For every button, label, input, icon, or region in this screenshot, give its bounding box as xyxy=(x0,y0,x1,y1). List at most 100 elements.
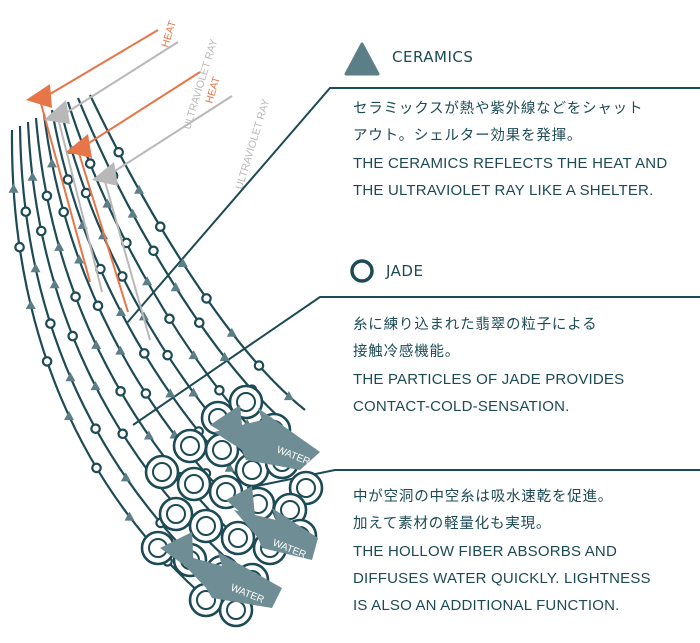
jade-particle xyxy=(140,388,152,399)
hollow-jp-line-2: 加えて素材の軽量化も実現。 xyxy=(353,516,552,532)
jade-particle xyxy=(117,428,128,440)
jade-particle xyxy=(58,206,69,218)
ceramic-particle xyxy=(226,327,237,337)
jade-particle xyxy=(214,384,225,396)
jade-particle xyxy=(41,356,53,367)
jade-particle xyxy=(84,158,96,169)
ceramic-particle xyxy=(170,282,181,292)
ceramic-particle xyxy=(188,350,199,360)
leader-lines xyxy=(126,87,700,489)
ceramics-jp-line-1: セラミックスが熱や紫外線などをシャット xyxy=(353,101,644,117)
jade-title: JADE xyxy=(386,262,424,280)
uv-ray-2 xyxy=(92,95,233,341)
jade-jp-line-2: 接触冷感機能。 xyxy=(353,344,461,360)
jade-particle xyxy=(14,241,25,253)
ceramic-particle xyxy=(143,430,154,440)
ceramic-particle xyxy=(177,257,188,267)
ceramic-particle xyxy=(30,263,41,273)
jade-particle xyxy=(70,291,81,302)
hollow-fiber-core xyxy=(166,504,186,524)
hollow-fiber-core xyxy=(152,462,172,482)
hollow-fiber-core xyxy=(180,436,200,456)
jade-description: 糸に練り込まれた翡翠の粒子による 接触冷感機能。 THE PARTICLES O… xyxy=(353,312,698,420)
ceramic-particle xyxy=(74,254,85,264)
hollow-fiber-leader-line xyxy=(246,469,700,489)
heat-ray-2 xyxy=(66,71,201,313)
ceramic-particle xyxy=(134,184,145,194)
ceramic-particle xyxy=(102,198,113,208)
jade-en-line-2: CONTACT-COLD-SENSATION. xyxy=(353,398,570,415)
jade-jp-line-1: 糸に練り込まれた翡翠の粒子による xyxy=(353,317,598,333)
jade-particle xyxy=(117,271,128,282)
jade-particle xyxy=(194,317,205,328)
jade-particle xyxy=(90,423,101,434)
ceramic-particle xyxy=(224,462,235,472)
ceramic-particle xyxy=(54,241,65,251)
ceramic-particle xyxy=(25,299,36,309)
heat-ray-1 xyxy=(26,29,159,283)
jade-particle xyxy=(20,206,32,217)
ceramic-particle xyxy=(188,387,199,397)
ceramics-en-line-1: THE CERAMICS REFLECTS THE HEAT AND xyxy=(353,155,668,172)
ceramic-particle xyxy=(124,511,135,521)
ceramics-header: CERAMICS xyxy=(392,48,473,66)
jade-leader-line xyxy=(132,296,700,426)
hollow-fiber-description: 中が空洞の中空糸は吸水速乾を促進。 加えて素材の軽量化も実現。 THE HOLL… xyxy=(353,484,698,619)
water-arrow-1: WATER xyxy=(210,405,320,470)
jade-particle xyxy=(91,462,102,474)
ceramics-icon xyxy=(344,42,380,76)
hollow-fiber-core xyxy=(242,460,262,480)
jade-particle xyxy=(80,187,92,199)
jade-particle xyxy=(148,245,159,257)
ceramics-description: セラミックスが熱や紫外線などをシャット アウト。シェルター効果を発揮。 THE … xyxy=(353,96,698,204)
jade-particle xyxy=(45,318,56,329)
jade-particle xyxy=(67,330,78,342)
ceramic-particle xyxy=(142,276,153,286)
ceramic-particle xyxy=(8,183,19,193)
ceramic-particle xyxy=(91,339,102,349)
water-arrow-2: WATER xyxy=(226,486,318,561)
hollow-en-line-3: IS ALSO AN ADDITIONAL FUNCTION. xyxy=(353,597,620,614)
ceramics-leader-line xyxy=(126,87,700,324)
ceramic-particle xyxy=(65,372,76,382)
ceramic-particle xyxy=(47,158,58,168)
hollow-fiber-core xyxy=(228,528,248,548)
ceramic-particle xyxy=(90,381,101,391)
hollow-fiber-core xyxy=(212,440,232,460)
hollow-fiber-core xyxy=(236,392,256,412)
water-arrow-3: WATER xyxy=(160,532,282,608)
ceramic-particle xyxy=(219,352,230,362)
hollow-fiber-core xyxy=(196,516,216,536)
jade-particle xyxy=(113,146,124,158)
ceramic-particle xyxy=(27,171,38,181)
hollow-fiber-core xyxy=(216,482,236,502)
ceramic-particle xyxy=(120,472,131,482)
jade-particle xyxy=(92,300,104,312)
hollow-fiber-core xyxy=(280,500,300,520)
hollow-en-line-2: DIFFUSES WATER QUICKLY. LIGHTNESS xyxy=(353,570,651,587)
jade-ring-icon xyxy=(350,259,374,283)
ceramic-particle xyxy=(165,388,176,398)
hollow-jp-line-1: 中が空洞の中空糸は吸水速乾を促進。 xyxy=(353,489,614,505)
ceramic-particle xyxy=(115,345,126,355)
ceramic-particle xyxy=(64,410,75,420)
jade-en-line-1: THE PARTICLES OF JADE PROVIDES xyxy=(353,371,625,388)
jade-particle xyxy=(62,174,74,185)
jade-particle xyxy=(201,293,212,304)
jade-header: JADE xyxy=(386,262,423,280)
jade-particle xyxy=(115,385,126,397)
ceramic-particle xyxy=(127,208,138,218)
ceramic-particle xyxy=(283,391,294,401)
hollow-fiber-core xyxy=(184,474,204,494)
hollow-fiber-core xyxy=(226,600,246,620)
ceramic-particle xyxy=(115,306,126,316)
hollow-en-line-1: THE HOLLOW FIBER ABSORBS AND xyxy=(353,543,617,560)
jade-particle xyxy=(164,313,175,325)
jade-particle xyxy=(253,360,265,371)
jade-particle xyxy=(41,190,53,202)
uv-ray-1 xyxy=(44,41,179,293)
ceramic-particle xyxy=(49,279,60,289)
ceramics-en-line-2: THE ULTRAVIOLET RAY LIKE A SHELTER. xyxy=(353,182,654,199)
